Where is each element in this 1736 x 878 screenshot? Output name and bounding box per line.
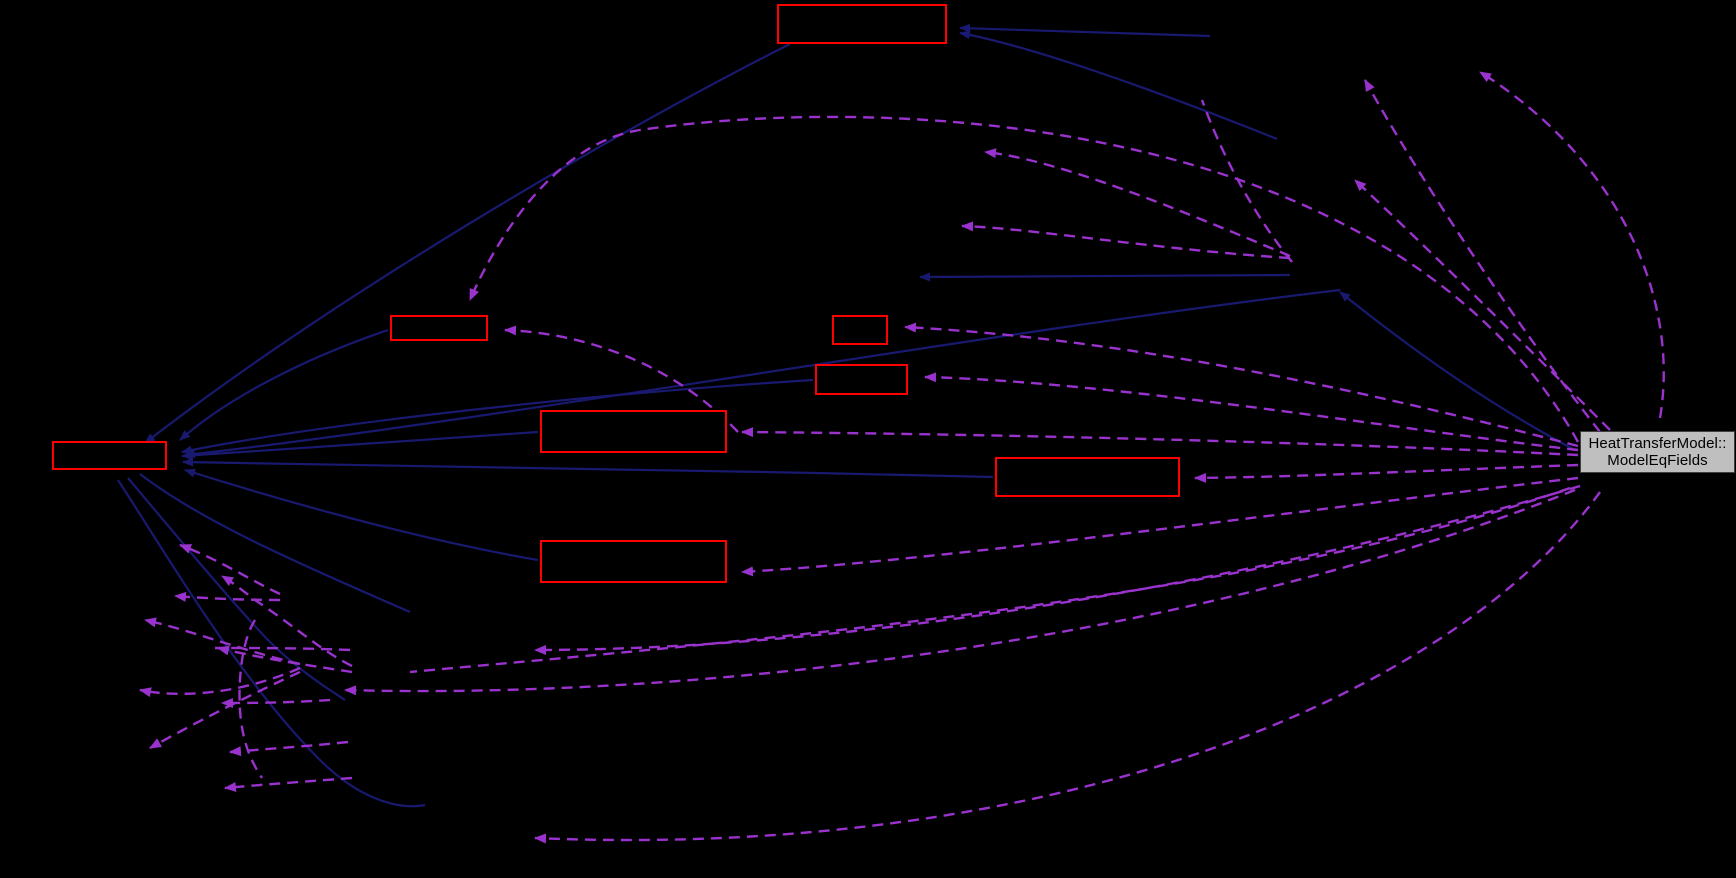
blue-edge — [919, 272, 1291, 282]
purple-edge — [534, 484, 1581, 655]
blue-edge — [181, 430, 539, 460]
graph-node-6[interactable] — [52, 441, 167, 470]
purple-edge — [174, 591, 281, 602]
purple-edge — [741, 427, 1579, 457]
purple-edge — [504, 325, 739, 433]
purple-edge — [1200, 99, 1293, 263]
purple-edge — [741, 476, 1579, 577]
graph-node-2[interactable] — [390, 315, 488, 341]
purple-edge-group — [139, 70, 1665, 844]
purple-edge — [904, 322, 1579, 448]
blue-edge — [182, 457, 994, 479]
purple-edge — [214, 646, 351, 652]
graph-node-4[interactable] — [815, 364, 908, 395]
purple-edge — [1479, 70, 1665, 419]
graph-node-8[interactable] — [540, 540, 727, 583]
graph-node-3[interactable] — [832, 315, 888, 345]
graph-node-5[interactable] — [540, 410, 727, 453]
purple-edge — [238, 619, 263, 779]
purple-edge — [534, 491, 1601, 844]
purple-edge — [344, 488, 1576, 696]
purple-edge — [924, 372, 1579, 452]
purple-edge — [217, 645, 353, 674]
purple-edge — [139, 666, 301, 698]
blue-edge — [144, 43, 791, 444]
purple-edge — [1354, 179, 1611, 431]
purple-edge — [229, 740, 349, 757]
purple-edge — [224, 776, 353, 793]
purple-edge — [961, 221, 1291, 260]
blue-edge — [179, 328, 389, 441]
blue-edge — [184, 468, 539, 562]
blue-edge — [127, 477, 346, 701]
blue-edge — [139, 473, 411, 614]
blue-edge — [1339, 291, 1576, 451]
purple-edge — [144, 617, 301, 666]
purple-edge — [468, 115, 1580, 443]
blue-edge — [959, 30, 1278, 141]
blue-edge — [184, 288, 1341, 459]
blue-edge — [181, 378, 814, 455]
blue-edge — [959, 23, 1211, 38]
purple-edge — [1194, 463, 1579, 483]
purple-edge — [409, 486, 1571, 674]
focus-node-heat-transfer-model-eq-fields[interactable]: HeatTransferModel:: ModelEqFields — [1580, 431, 1735, 473]
purple-edge — [149, 670, 301, 750]
purple-edge — [221, 574, 353, 668]
blue-edge-group — [117, 23, 1576, 808]
focus-node-label: HeatTransferModel:: ModelEqFields — [1588, 435, 1727, 469]
blue-edge — [117, 479, 426, 808]
purple-edge — [179, 543, 281, 596]
purple-edge — [984, 148, 1291, 258]
graph-node-1[interactable] — [777, 4, 947, 44]
purple-edge — [221, 697, 331, 708]
graph-node-7[interactable] — [995, 457, 1180, 497]
